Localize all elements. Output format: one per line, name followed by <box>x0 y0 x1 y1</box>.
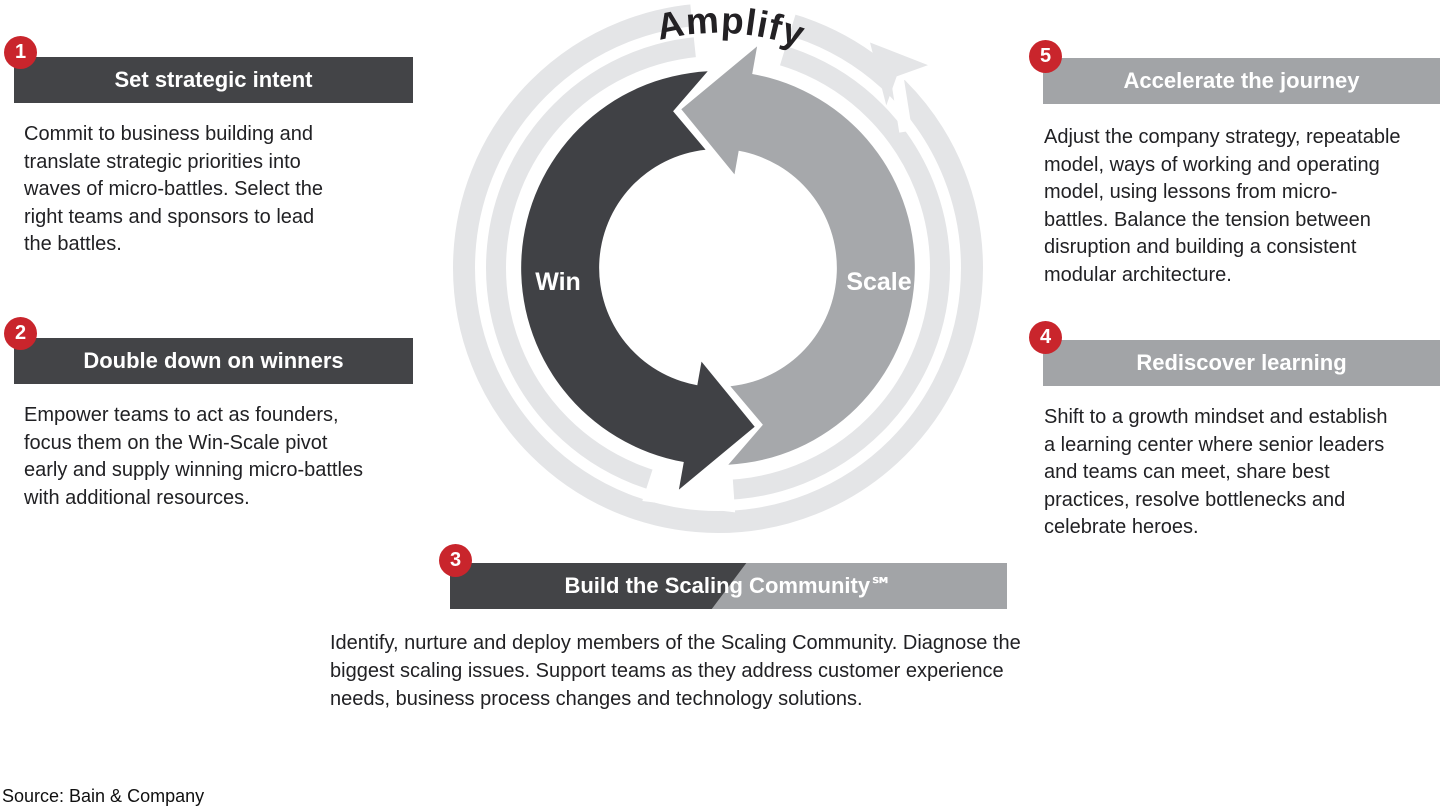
step-4-description: Shift to a growth mindset and establish … <box>1044 406 1388 538</box>
step-2-title: Double down on winners <box>83 348 344 373</box>
win-arrow <box>521 71 755 490</box>
step-1-description: Commit to business building and translat… <box>24 123 324 255</box>
win-scale-amplify-cycle-diagram: Amplify Win Scale <box>453 0 983 533</box>
step-3-title-bar-dark-half <box>450 563 747 609</box>
ring-gap-bottom <box>642 458 736 513</box>
step-4-title-bar: Rediscover learning <box>1043 340 1440 386</box>
step-1-title-bar: Set strategic intent <box>14 57 413 103</box>
step-3-description: Identify, nurture and deploy members of … <box>330 632 1021 710</box>
step-3-title: Build the Scaling Community℠ <box>564 573 893 598</box>
step-5-description: Adjust the company strategy, repeatable … <box>1044 126 1401 286</box>
step-2-description: Empower teams to act as founders, focus … <box>24 404 364 509</box>
step-1-number-badge: 1 <box>4 36 37 69</box>
amplify-arrowhead-icon <box>870 42 928 106</box>
win-label: Win <box>535 268 581 296</box>
step-4-title: Rediscover learning <box>1136 350 1347 375</box>
step-5-title: Accelerate the journey <box>1123 68 1360 93</box>
step-2-number-badge: 2 <box>4 317 37 350</box>
step-5-title-bar: Accelerate the journey <box>1043 58 1440 104</box>
step-2-title-bar: Double down on winners <box>14 338 413 384</box>
step-4-number-badge: 4 <box>1029 321 1062 354</box>
source-attribution: Source: Bain & Company <box>2 786 205 806</box>
ring-gap-top <box>689 0 800 77</box>
scale-label: Scale <box>846 268 911 296</box>
step-1-title: Set strategic intent <box>114 67 313 92</box>
step-5-number-badge: 5 <box>1029 40 1062 73</box>
step-3-number-badge: 3 <box>439 544 472 577</box>
step-3-title-bar: Build the Scaling Community℠ <box>450 563 1007 609</box>
scale-arrow <box>681 46 915 465</box>
